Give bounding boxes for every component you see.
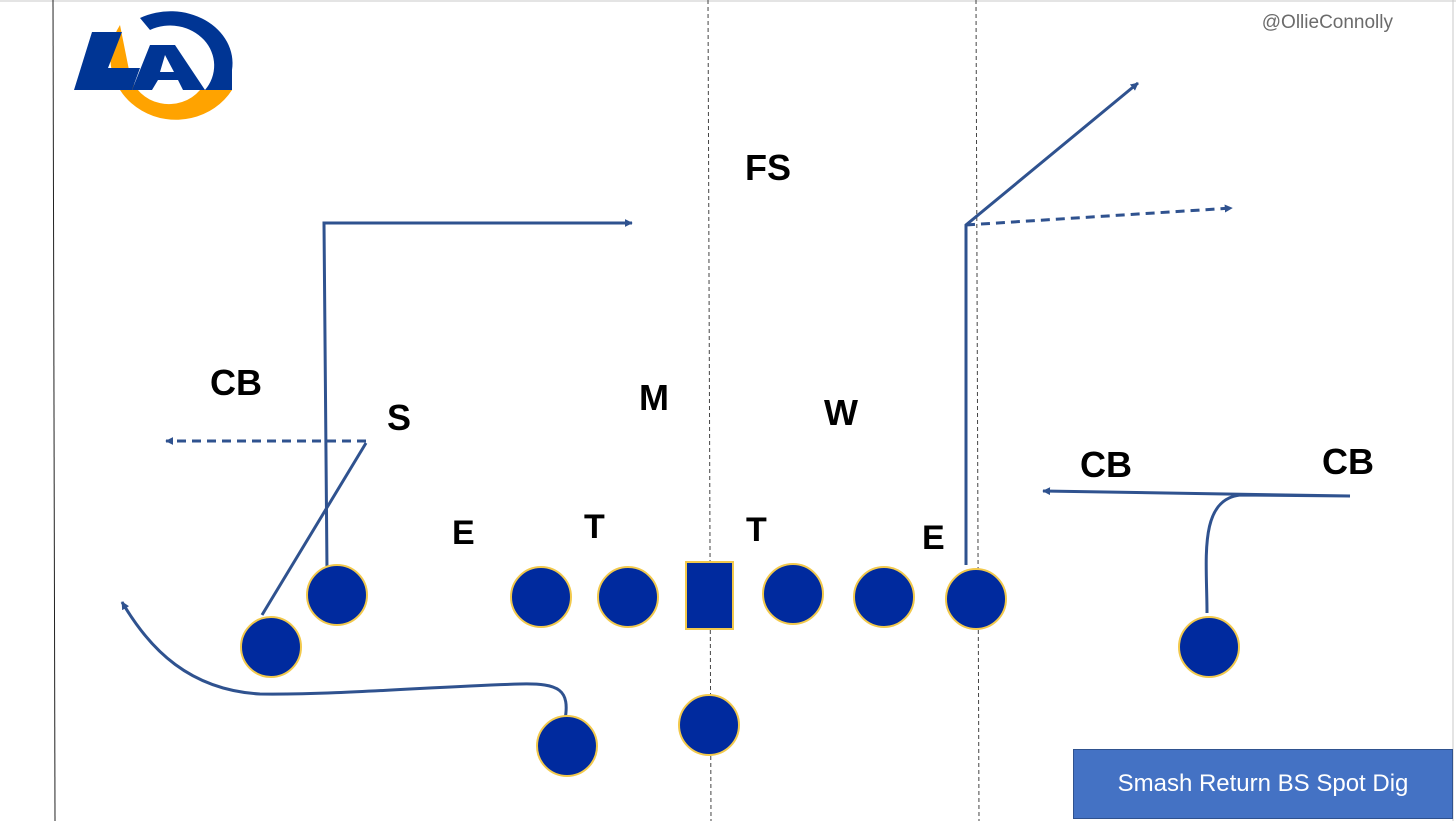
defender-cb-left: CB: [210, 362, 262, 403]
player-running-back: [536, 715, 598, 777]
route-back-swing: [120, 601, 568, 721]
player-left-tackle: [510, 566, 572, 628]
defender-cb-right: CB: [1322, 441, 1374, 482]
player-wr-left-outside: [240, 616, 302, 678]
defender-cb-mid: CB: [1080, 444, 1132, 485]
routes: [120, 81, 1351, 721]
defender-w: W: [824, 392, 858, 433]
player-tight-end: [945, 568, 1007, 630]
defender-m: M: [639, 377, 669, 418]
defender-t-right: T: [746, 511, 767, 549]
player-left-guard: [597, 566, 659, 628]
route-right-option-dashed: [965, 204, 1233, 227]
offense: [240, 561, 1240, 777]
defender-e-right: E: [922, 519, 945, 557]
player-quarterback: [678, 694, 740, 756]
player-right-tackle: [853, 566, 915, 628]
defender-s: S: [387, 397, 411, 438]
route-left-dig: [322, 219, 633, 571]
sideline-left: [52, 0, 56, 822]
play-title: Smash Return BS Spot Dig: [1117, 770, 1409, 797]
hash-line-center: [707, 0, 712, 822]
author-handle: @OllieConnolly: [1261, 12, 1393, 33]
player-right-guard: [762, 563, 824, 625]
defender-e-left: E: [452, 514, 475, 552]
route-right-flat: [1042, 487, 1351, 614]
rams-la-logo-icon: [74, 11, 233, 120]
player-wr-left-slot: [306, 564, 368, 626]
defender-fs: FS: [745, 147, 791, 188]
defense: FS CB S M W CB CB E T T E: [210, 147, 1374, 557]
hash-line-right: [975, 0, 980, 822]
route-left-smash-return: [260, 442, 368, 616]
player-wr-right: [1178, 616, 1240, 678]
defender-t-left: T: [584, 508, 605, 546]
play-title-box: Smash Return BS Spot Dig: [1073, 749, 1453, 819]
player-center: [685, 561, 734, 630]
